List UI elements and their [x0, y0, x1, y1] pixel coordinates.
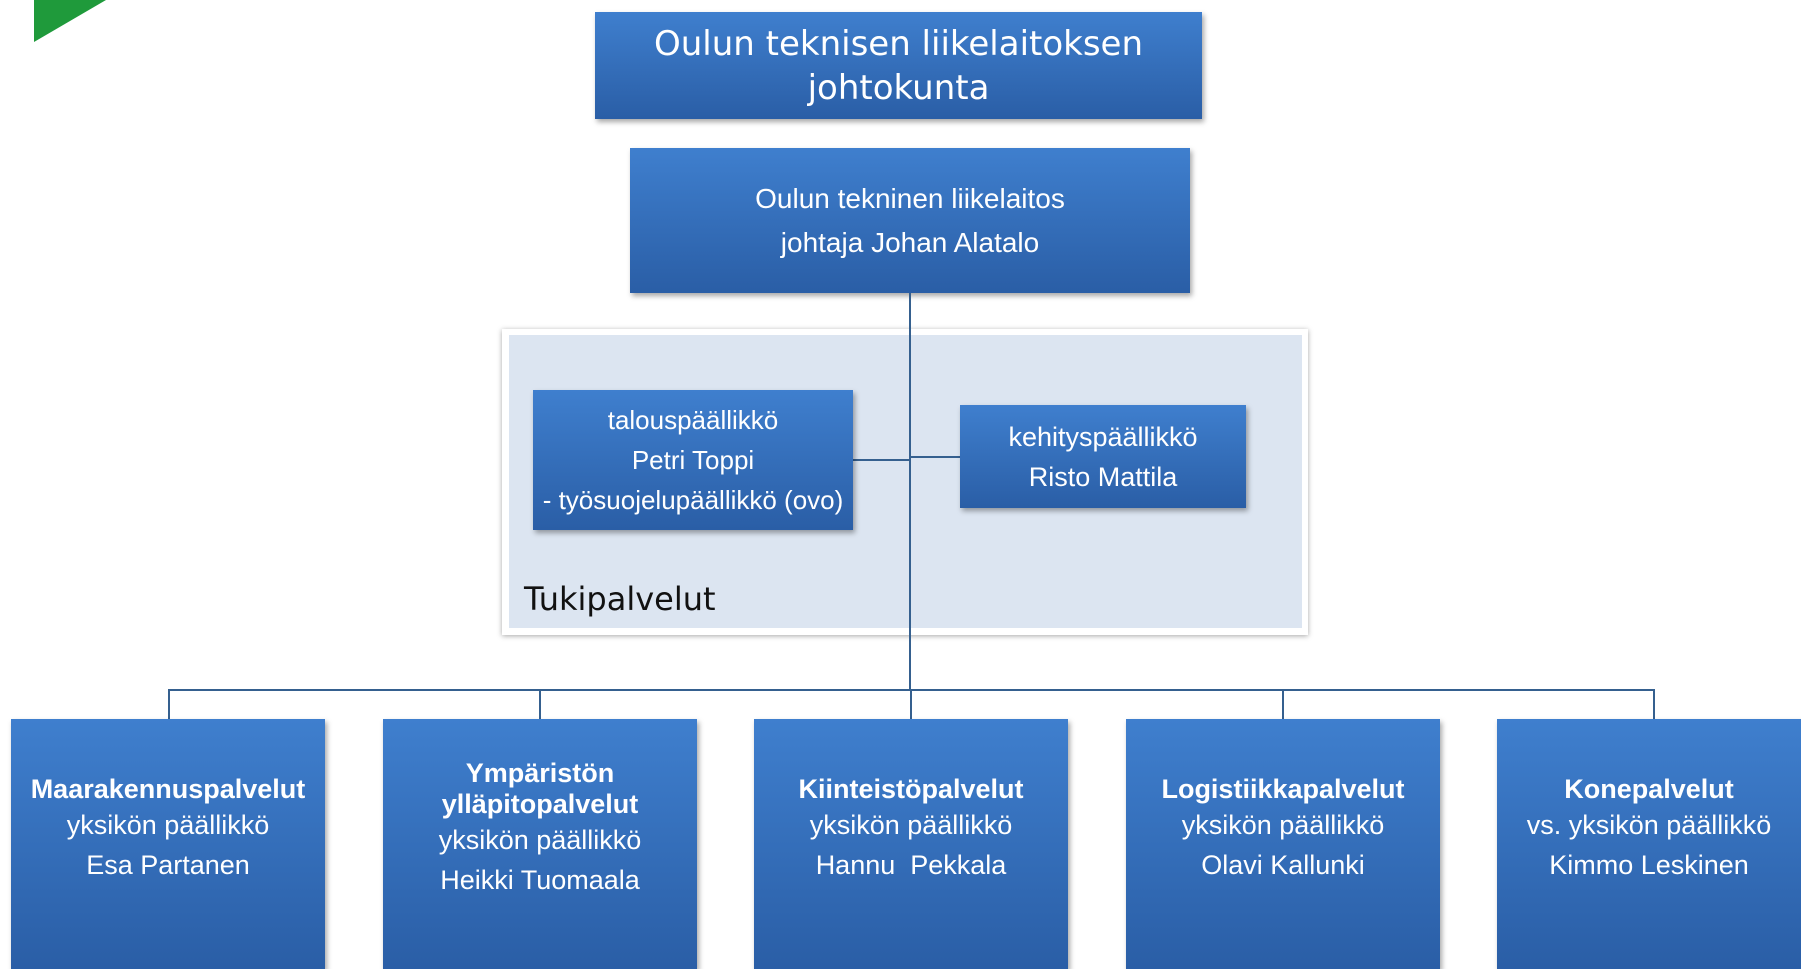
unit-person: Heikki Tuomaala [440, 865, 640, 895]
director-name: johtaja Johan Alatalo [780, 226, 1040, 258]
finance-extra: - työsuojelupäällikkö (ovo) [542, 485, 844, 515]
unit-person: Esa Partanen [86, 849, 250, 880]
unit-name-line1: Ympäristön [465, 758, 615, 788]
unit-name: Maarakennuspalvelut [30, 773, 306, 804]
unit-role: yksikön päällikkö [66, 809, 270, 840]
finance-manager-box: talouspäällikkö Petri Toppi - työsuojelu… [533, 390, 853, 530]
unit-name: Konepalvelut [1564, 773, 1734, 804]
unit-box-kiinteisto: Kiinteistöpalvelut yksikön päällikkö Han… [754, 719, 1068, 969]
connector-main-vertical [909, 293, 911, 691]
support-services-label: Tukipalvelut [524, 580, 716, 618]
unit-box-maarakennus: Maarakennuspalvelut yksikön päällikkö Es… [11, 719, 325, 969]
connector-unit-4 [1282, 689, 1284, 719]
connector-unit-1 [168, 689, 170, 719]
board-title-line1: Oulun teknisen liikelaitoksen [653, 23, 1144, 64]
board-title-line2: johtokunta [807, 67, 990, 108]
connector-finance [853, 459, 910, 461]
unit-role: yksikön päällikkö [1181, 809, 1385, 840]
connector-unit-5 [1653, 689, 1655, 719]
unit-name: Logistiikkapalvelut [1161, 773, 1405, 804]
connector-unit-3 [910, 689, 912, 719]
unit-box-ymparisto: Ympäristön ylläpitopalvelut yksikön pääl… [383, 719, 697, 969]
finance-title: talouspäällikkö [607, 405, 779, 435]
unit-box-logistiikka: Logistiikkapalvelut yksikön päällikkö Ol… [1126, 719, 1440, 969]
connector-unit-2 [539, 689, 541, 719]
director-org: Oulun tekninen liikelaitos [755, 182, 1065, 214]
unit-role: yksikön päällikkö [438, 825, 642, 855]
unit-name: Kiinteistöpalvelut [798, 773, 1024, 804]
unit-role: vs. yksikön päällikkö [1526, 809, 1772, 840]
logo-triangle [34, 0, 106, 42]
unit-person: Kimmo Leskinen [1549, 849, 1749, 880]
unit-name-line2: ylläpitopalvelut [441, 789, 639, 819]
unit-role: yksikön päällikkö [809, 809, 1013, 840]
director-box: Oulun tekninen liikelaitos johtaja Johan… [630, 148, 1190, 293]
development-title: kehityspäällikkö [1008, 421, 1198, 452]
unit-person: Olavi Kallunki [1201, 849, 1365, 880]
finance-name: Petri Toppi [631, 445, 755, 475]
development-name: Risto Mattila [1028, 461, 1178, 492]
board-box: Oulun teknisen liikelaitoksen johtokunta [595, 12, 1202, 119]
unit-box-kone: Konepalvelut vs. yksikön päällikkö Kimmo… [1497, 719, 1801, 969]
development-manager-box: kehityspäällikkö Risto Mattila [960, 405, 1246, 508]
unit-person: Hannu Pekkala [815, 849, 1007, 880]
connector-development [910, 456, 960, 458]
